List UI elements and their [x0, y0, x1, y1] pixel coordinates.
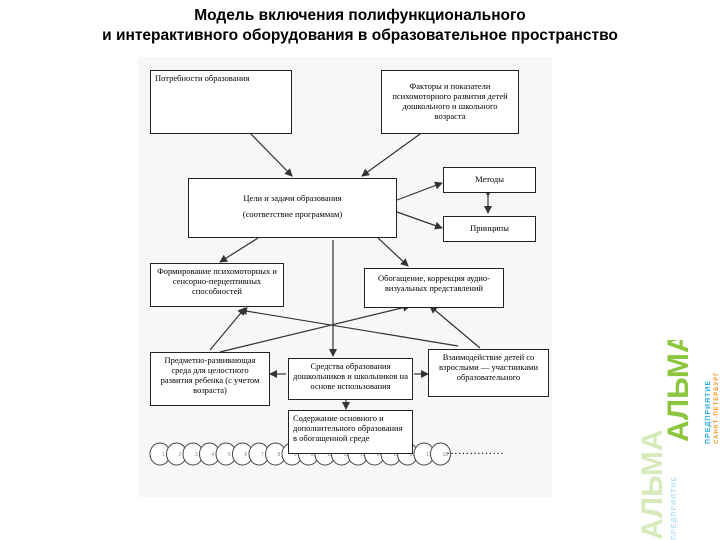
box-methods: Методы [443, 167, 536, 193]
logo-brand-lower: АЛЬМА [640, 429, 669, 540]
goals-line1: Цели и задачи образования [243, 193, 342, 203]
chain-number: 12 [344, 452, 350, 458]
logo-tagline-lower: ПРЕДПРИЯТИЕ [671, 476, 678, 540]
logo-mark-upper: АЛЬМА [662, 340, 695, 442]
box-formation: Формирование психомоторных и сенсорно-пе… [150, 263, 284, 307]
arrow-goals-to-formation [219, 237, 259, 263]
chain-number: 6 [245, 452, 248, 458]
arrow-needs-to-goals [249, 132, 293, 177]
logo-city: САНКТ-ПЕТЕРБУРГ [714, 371, 720, 444]
arrow-goals-to-principles [396, 211, 443, 230]
slide-title-line1: Модель включения полифункционального [194, 7, 526, 24]
logo-brand-upper: АЛЬМА [662, 340, 695, 442]
chain-number: 18 [443, 452, 449, 458]
box-goals-tasks: Цели и задачи образования (соответствие … [188, 178, 397, 238]
chain-number: 13 [360, 452, 366, 458]
arrow-goals-to-methods [396, 181, 443, 201]
arrow-environment-to-enrichment [219, 303, 411, 353]
chain-number: 3 [195, 452, 198, 458]
chain-ellipsis: …………… [446, 443, 504, 457]
logo-tagline-upper: ПРЕДПРИЯТИЕ [705, 380, 712, 444]
chain-circle [430, 442, 451, 466]
chain-number: 17 [426, 452, 432, 458]
arrow-environment-to-formation [209, 307, 246, 351]
box-enrichment: Обогащение, коррекция аудио-визуальных п… [364, 268, 504, 308]
chain-number: 11 [327, 452, 332, 458]
arrow-factors-to-goals [361, 133, 421, 177]
box-content: Содержание основного и дополнительного о… [288, 410, 413, 454]
chain-number: 15 [393, 452, 399, 458]
chain-number: 7 [261, 452, 264, 458]
box-interaction: Взаимодействие детей со взрослыми — учас… [428, 349, 549, 397]
chain-number: 5 [228, 452, 231, 458]
arrow-goals-to-enrichment [377, 237, 409, 267]
arrow-interaction-to-enrichment [429, 305, 481, 349]
box-education-needs: Потребности образования [150, 70, 292, 134]
alma-logo: АЛЬМА ПРЕДПРИЯТИЕ САНКТ-ПЕТЕРБУРГ АЛЬМА … [640, 340, 720, 540]
box-education-means: Средства образования дошкольников и школ… [288, 358, 413, 400]
slide-title-line2: и интерактивного оборудования в образова… [102, 27, 618, 44]
chain-number: 2 [179, 452, 182, 458]
chain-number: 4 [212, 452, 215, 458]
chain-number: 14 [377, 452, 383, 458]
chain-number: 16 [410, 452, 416, 458]
box-development-factors: Факторы и показатели психомоторного разв… [381, 70, 519, 134]
box-developing-environment: Предметно-развивающая среда для целостно… [150, 352, 270, 406]
chain-number: 9 [294, 452, 297, 458]
chain-number: 10 [311, 452, 317, 458]
chain-number: 1 [162, 452, 165, 458]
arrow-interaction-to-formation [239, 307, 459, 347]
goals-line2: (соответствие программам) [242, 209, 343, 219]
chain-number: 8 [278, 452, 281, 458]
box-principles: Принципы [443, 216, 536, 242]
